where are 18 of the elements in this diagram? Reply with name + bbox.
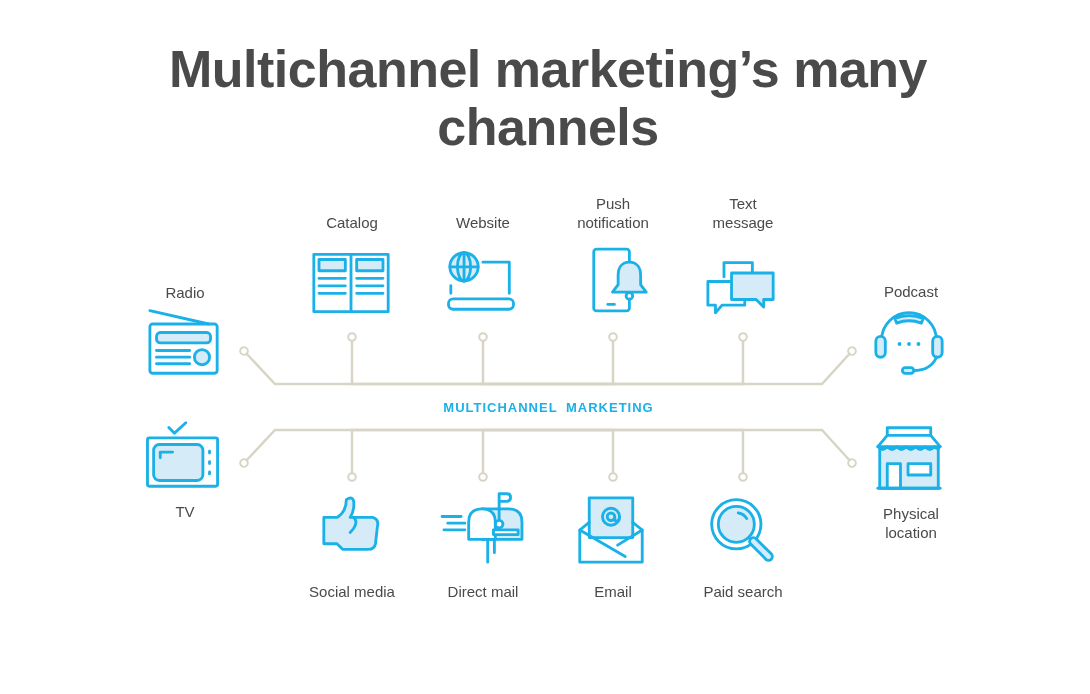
channel-label: Text message xyxy=(711,194,775,232)
channel-label: Push notification xyxy=(576,194,650,232)
connector-line xyxy=(478,332,548,386)
channel-label: Direct mail xyxy=(447,582,519,601)
connector-line xyxy=(478,428,548,482)
channel-label: Paid search xyxy=(703,582,783,601)
connector-line xyxy=(548,428,857,468)
connector-line xyxy=(548,346,857,386)
channel-label: Social media xyxy=(309,582,395,601)
channel-label: Catalog xyxy=(326,213,378,232)
channel-label: Physical location xyxy=(882,504,940,542)
channel-label: Website xyxy=(456,213,510,232)
channel-label: Email xyxy=(594,582,632,601)
channel-label: Radio xyxy=(165,283,205,302)
channel-label: Podcast xyxy=(883,282,939,301)
title: Multichannel marketing’s many channels xyxy=(168,40,928,156)
channel-label: TV xyxy=(175,502,195,521)
hub-label: MULTICHANNEL MARKETING xyxy=(443,399,654,415)
